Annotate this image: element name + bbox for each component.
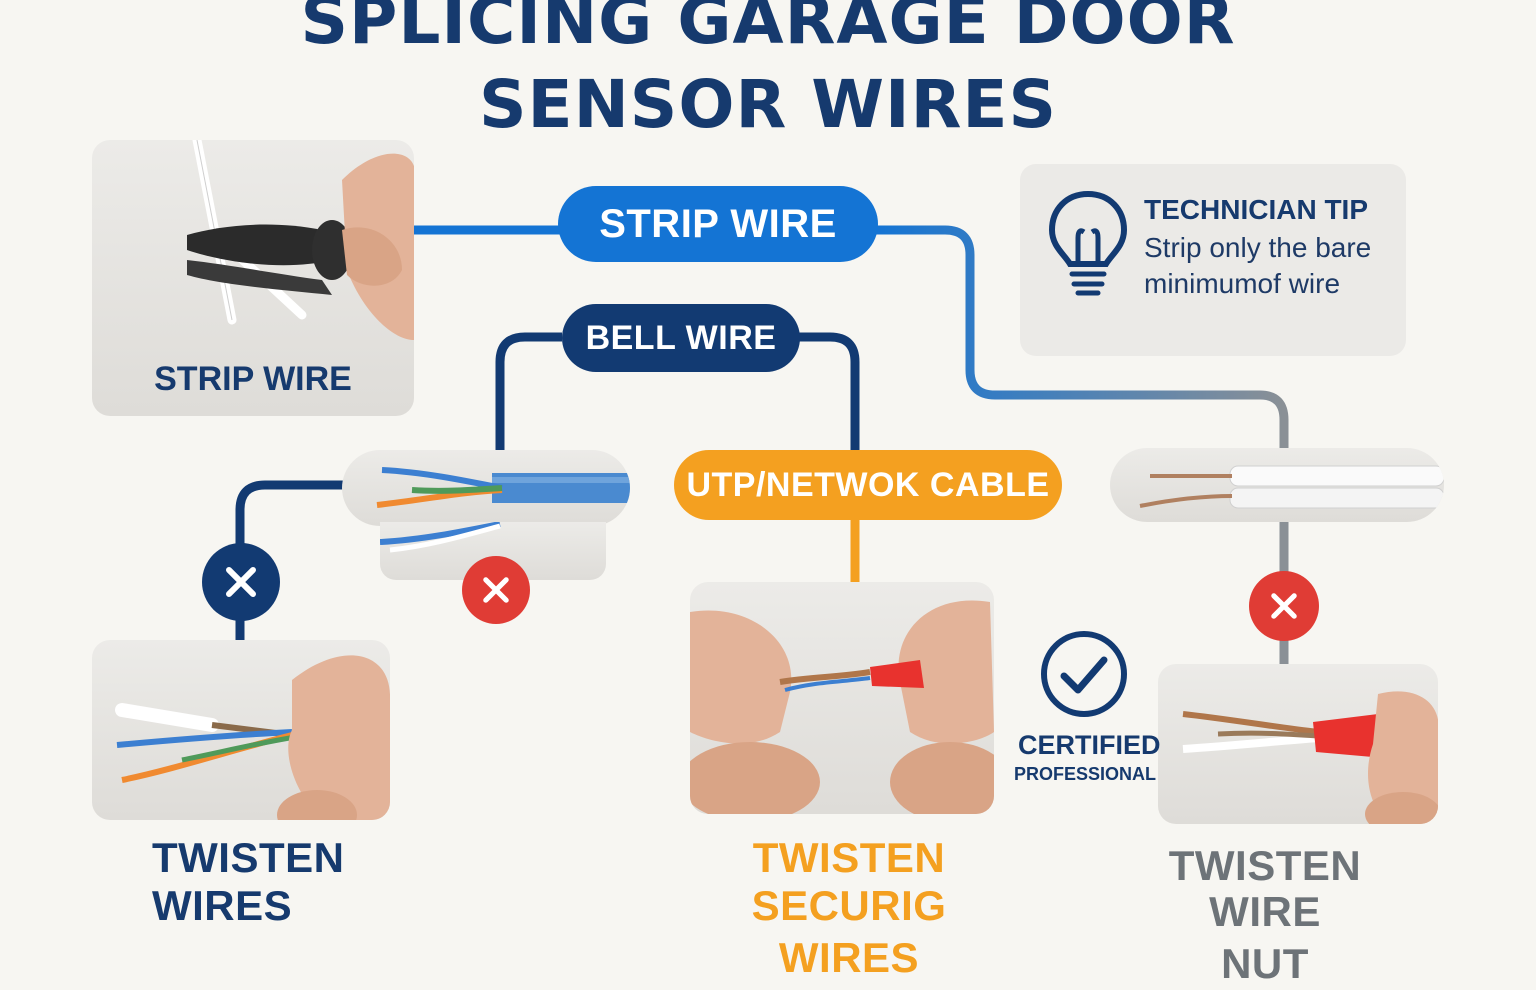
- caption-left-line2: WIRES: [152, 882, 293, 929]
- left-branch-line: [235, 480, 345, 642]
- technician-tip-text: Strip only the bare minimumof wire: [1144, 232, 1372, 299]
- twisted-wires-left-illustration: [115, 655, 390, 820]
- cable-lower-illustration: [380, 522, 501, 553]
- bell-left-line: [495, 332, 562, 452]
- certified-badge-title: CERTIFIED: [1018, 730, 1161, 760]
- bell-wire-node: BELL WIRE: [562, 304, 800, 372]
- strip-wire-node: STRIP WIRE: [558, 186, 878, 262]
- twisted-wires-photo-left: [92, 640, 390, 820]
- caption-right-line2: WIRE NUT: [1209, 888, 1321, 987]
- twisted-secure-photo-center: [690, 582, 994, 814]
- caption-right-line1: TWISTEN: [1168, 842, 1362, 889]
- x-circle-icon: [202, 543, 280, 621]
- certified-badge-subtitle: PROFESSIONAL: [1014, 764, 1157, 784]
- strip-wire-card-label: STRIP WIRE: [154, 360, 352, 398]
- check-circle-icon: [1041, 631, 1127, 717]
- wire-nut-illustration: [1182, 691, 1438, 824]
- paired-cable-photo: [1110, 448, 1444, 522]
- network-cable-photo: [342, 450, 630, 526]
- technician-tip-box: TECHNICIAN TIP Strip only the bare minim…: [1020, 164, 1406, 356]
- paired-cable-illustration: [1139, 465, 1444, 509]
- network-cable-illustration: [376, 467, 630, 508]
- x-circle-icon: [1249, 571, 1319, 641]
- technician-tip-title: TECHNICIAN TIP: [1144, 194, 1368, 225]
- utp-cable-node: UTP/NETWOK CABLE: [674, 450, 1062, 520]
- strip-to-right-line: [876, 225, 1289, 460]
- caption-left-line1: TWISTEN: [152, 834, 345, 881]
- page-title-line2: SENSOR WIRES: [478, 66, 1058, 143]
- bell-right-line: [798, 332, 860, 452]
- wire-nut-photo-right: [1158, 664, 1438, 824]
- x-circle-icon: [462, 556, 530, 624]
- page-title-line1: SPLICING GARAGE DOOR: [300, 0, 1236, 59]
- caption-center-line2: SECURIG WIRES: [751, 882, 947, 981]
- strip-wire-card: STRIP WIRE: [92, 140, 414, 416]
- wire-stripper-illustration: [187, 140, 414, 340]
- caption-center-line1: TWISTEN: [752, 834, 946, 881]
- lightbulb-icon: [1048, 190, 1128, 296]
- twisted-secure-illustration: [690, 600, 994, 814]
